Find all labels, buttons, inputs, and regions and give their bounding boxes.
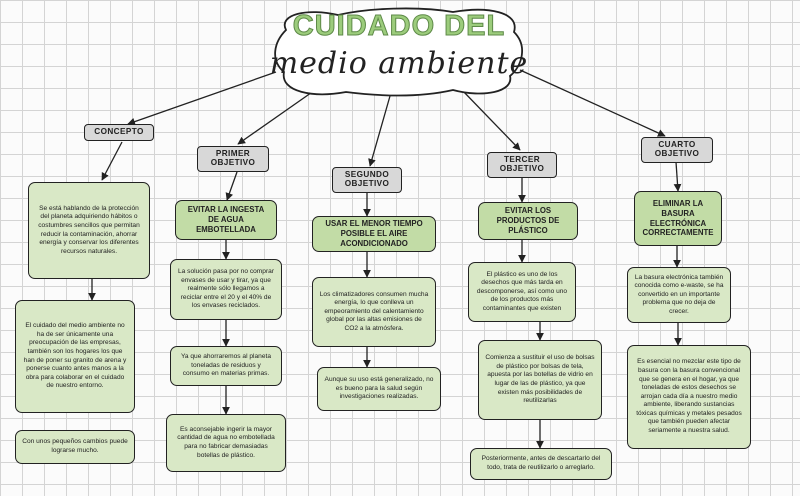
primer-objetivo-benefit: Ya que ahorraremos al planeta toneladas … [170,346,282,386]
tercer-objetivo-action: Comienza a sustituir el uso de bolsas de… [478,340,602,420]
cuarto-objetivo-advice: Es esencial no mezclar este tipo de basu… [627,345,751,449]
primer-objetivo-solution: La solución pasa por no comprar envases … [170,259,282,320]
label-segundo-objetivo: SEGUNDO OBJETIVO [332,167,402,193]
segundo-objetivo-reason: Los climatizadores consumen mucha energí… [312,277,436,347]
label-concepto: CONCEPTO [84,124,154,141]
title-line-1: CUIDADO DEL [292,10,506,43]
label-tercer-objetivo: TERCER OBJETIVO [487,152,557,178]
primer-objetivo-advice: Es aconsejable ingerir la mayor cantidad… [166,414,286,472]
segundo-objetivo-health: Aunque su uso está generalizado, no es b… [317,367,441,411]
concepto-detail: El cuidado del medio ambiente no ha de s… [15,300,135,413]
segundo-objetivo-heading: USAR EL MENOR TIEMPO POSIBLE EL AIRE ACO… [312,216,436,252]
tercer-objetivo-reuse: Posteriormente, antes de descartarlo del… [470,448,612,480]
title-cloud [274,7,523,97]
label-cuarto-objetivo: CUARTO OBJETIVO [641,137,713,163]
tercer-objetivo-problem: El plástico es uno de los desechos que m… [468,262,576,322]
cuarto-objetivo-problem: La basura electrónica también conocida c… [627,267,731,323]
concepto-definition: Se está hablando de la protección del pl… [28,182,150,279]
concepto-closing: Con unos pequeños cambios puede lograrse… [15,430,135,464]
title-line-2: medio ambiente [269,46,529,81]
primer-objetivo-heading: EVITAR LA INGESTA DE AGUA EMBOTELLADA [175,200,277,240]
label-primer-objetivo: PRIMER OBJETIVO [197,146,269,172]
tercer-objetivo-heading: EVITAR LOS PRODUCTOS DE PLÁSTICO [478,202,578,240]
cuarto-objetivo-heading: ELIMINAR LA BASURA ELECTRÓNICA CORRECTAM… [634,191,722,246]
